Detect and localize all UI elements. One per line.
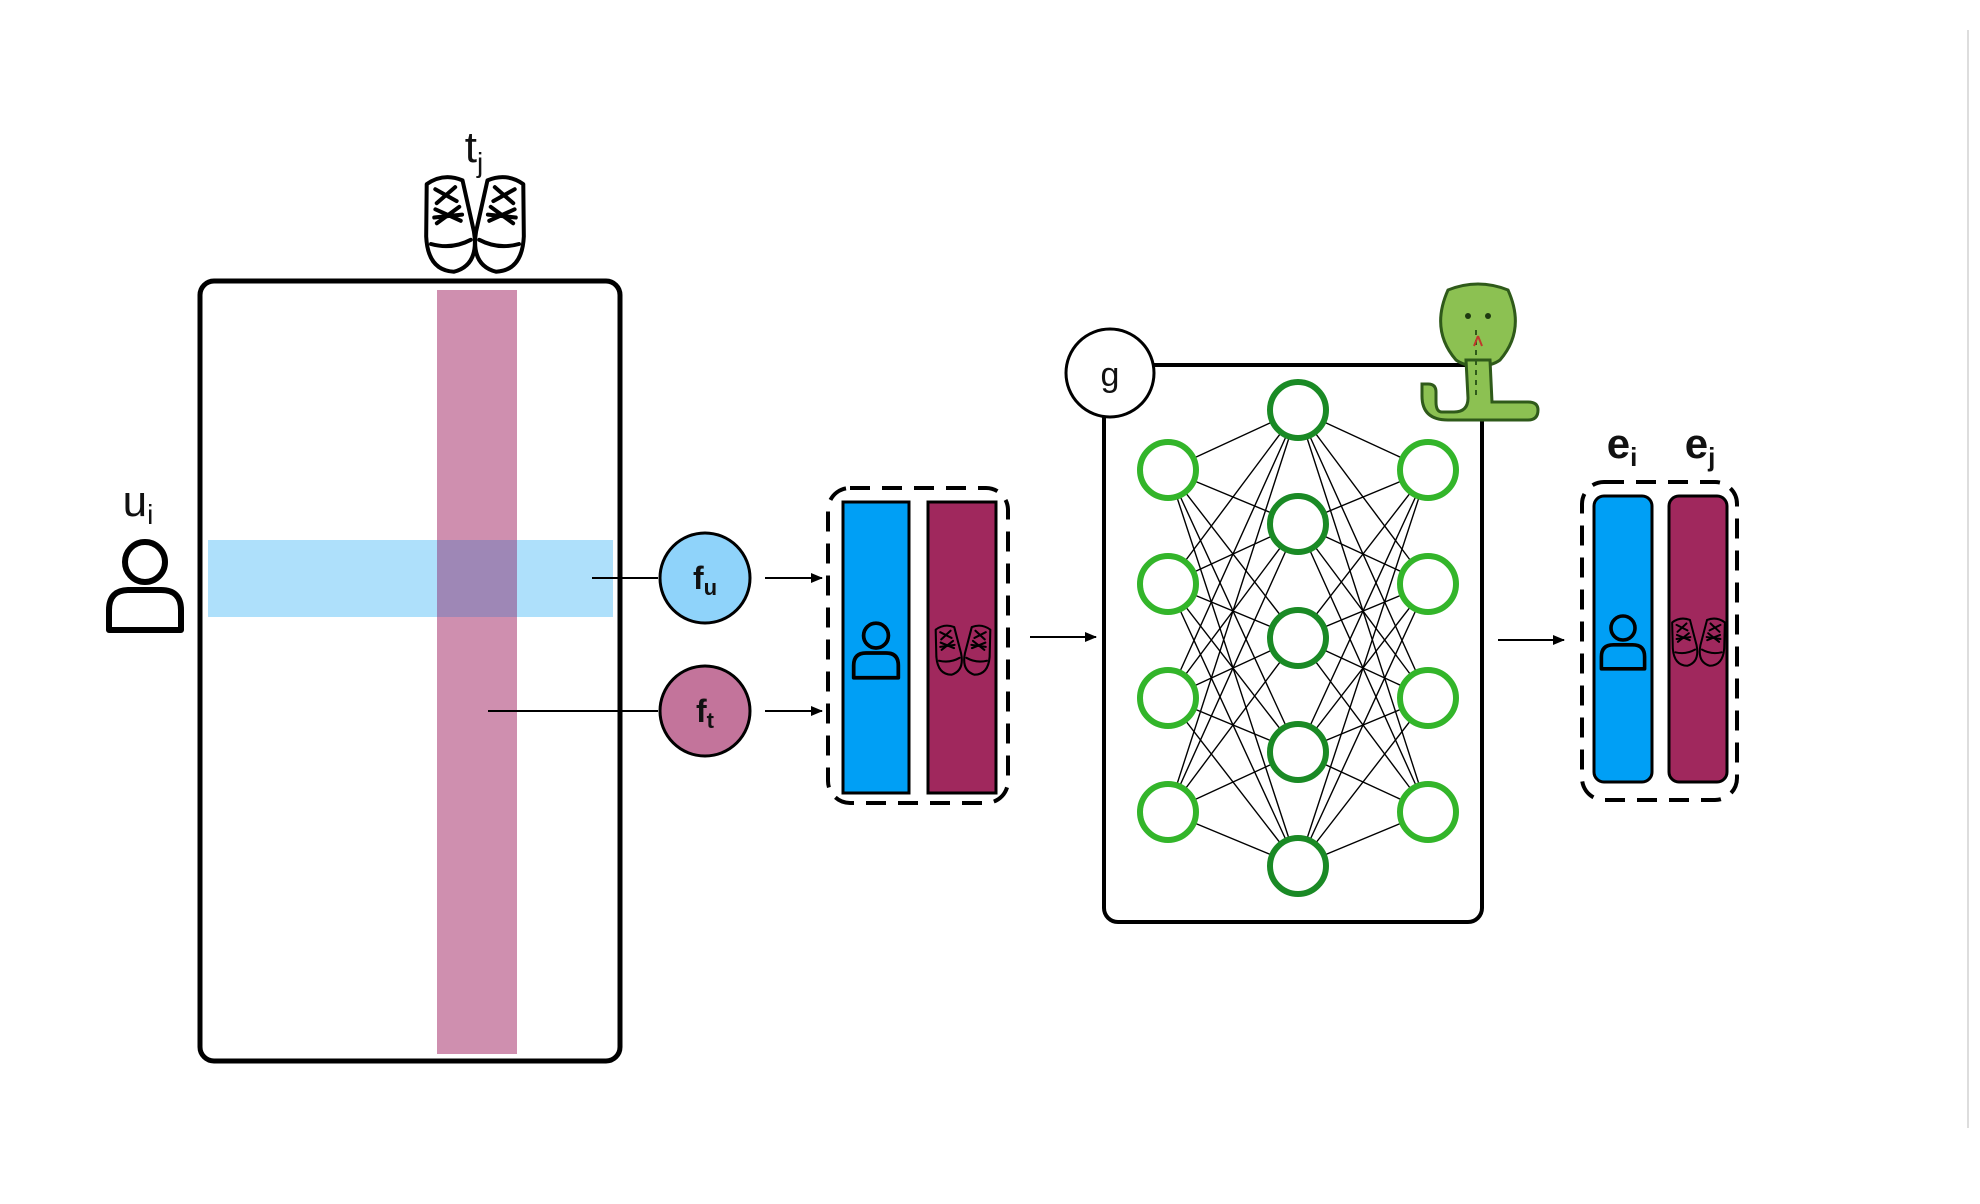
network-edge xyxy=(1297,583,1429,867)
network-node xyxy=(1397,667,1459,729)
item-label: tj xyxy=(465,123,483,178)
item-embedding-label: ej xyxy=(1685,420,1716,472)
user-icon xyxy=(109,542,181,630)
user-label: ui xyxy=(123,477,154,530)
item-feature-fn-label: ft xyxy=(696,693,715,733)
network-node xyxy=(1397,553,1459,615)
matrix-frame xyxy=(197,278,623,1064)
network-edge xyxy=(1167,409,1299,813)
feature-vectors-group xyxy=(826,486,1010,805)
network-node xyxy=(1267,379,1329,441)
network-node xyxy=(1137,667,1199,729)
network-node xyxy=(1137,553,1199,615)
network-edge xyxy=(1167,523,1299,813)
item-embedding-vector xyxy=(1667,494,1729,784)
network-edge xyxy=(1167,409,1299,699)
network-edge xyxy=(1167,637,1299,813)
embeddings-group xyxy=(1580,480,1739,802)
network-node xyxy=(1267,721,1329,783)
network-node xyxy=(1397,439,1459,501)
cobra-icon xyxy=(1420,282,1540,422)
model-g-badge xyxy=(1064,327,1156,419)
network-edge xyxy=(1297,469,1429,867)
network-node xyxy=(1137,781,1199,843)
model-g xyxy=(1102,363,1484,924)
network-node xyxy=(1137,439,1199,501)
item-column-highlight xyxy=(437,290,517,1054)
network-node xyxy=(1397,781,1459,843)
sneakers-icon xyxy=(418,172,532,277)
user-row-highlight xyxy=(208,540,613,617)
item-feature-fn xyxy=(658,664,752,758)
user-item-overlap-cell xyxy=(437,540,517,617)
user-feature-fn xyxy=(658,531,752,625)
network-edge xyxy=(1297,469,1429,753)
user-feature-fn-label: fu xyxy=(693,560,717,600)
network-edge xyxy=(1167,409,1299,585)
model-g-label: g xyxy=(1101,356,1120,394)
network-nodes xyxy=(1137,379,1459,897)
network-node xyxy=(1267,493,1329,555)
network-edge xyxy=(1297,469,1429,639)
network-edge xyxy=(1297,697,1429,867)
network-node xyxy=(1267,835,1329,897)
network-node xyxy=(1267,607,1329,669)
output-embeddings xyxy=(1580,480,1739,802)
feature-vectors xyxy=(826,486,1010,805)
interaction-matrix xyxy=(197,278,623,1064)
user-embedding-label: ei xyxy=(1607,420,1638,472)
